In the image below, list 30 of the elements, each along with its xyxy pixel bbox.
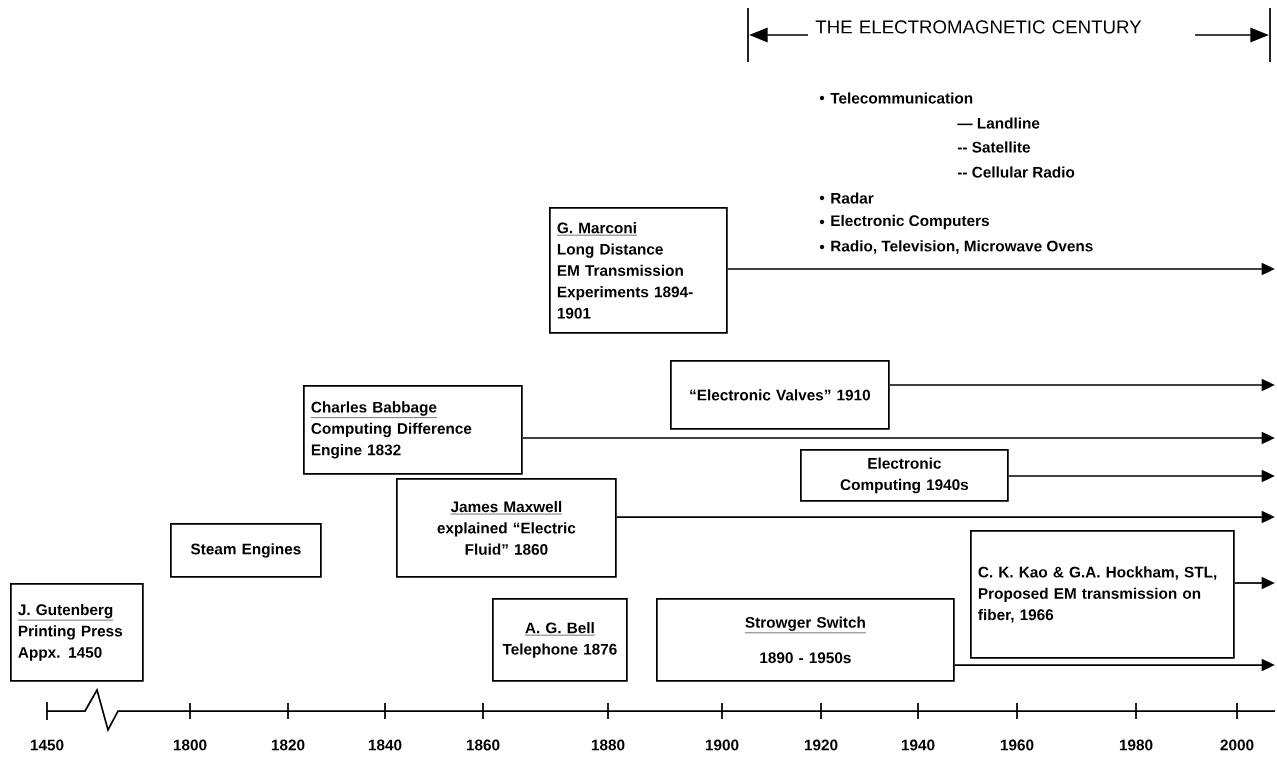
year-label: 1840: [368, 739, 402, 751]
list-item: Electronic Computers: [831, 214, 989, 230]
year-label: 1960: [1000, 739, 1034, 751]
event-box: A. G. Bell Telephone 1876: [492, 598, 628, 682]
event-box: Steam Engines: [170, 523, 322, 578]
year-label: 1860: [466, 739, 500, 751]
list-item: — Landline: [957, 117, 1040, 129]
year-label: 1920: [804, 739, 838, 751]
list-item: -- Cellular Radio: [957, 166, 1075, 178]
list-item: Telecommunication: [830, 92, 973, 104]
event-box: J. Gutenberg Printing Press Appx. 1450: [10, 583, 144, 682]
event-box: Strowger Switch 1890 - 1950s: [656, 598, 955, 682]
event-box: Charles Babbage Computing Difference Engine 1832: [303, 385, 523, 475]
year-label: 1800: [173, 739, 207, 751]
year-label: 1450: [30, 739, 64, 751]
list-item: Radar: [831, 192, 874, 204]
list-item: Radio, Television, Microwave Ovens: [831, 240, 1093, 254]
event-box: C. K. Kao & G.A. Hockham, STL, Proposed EM transmission on fiber, 1966: [970, 530, 1235, 659]
event-box: G. Marconi Long Distance EM Transmission Experiments 1894-1901: [549, 207, 728, 334]
event-box: “Electronic Valves” 1910: [670, 360, 890, 430]
event-box: Electronic Computing 1940s: [800, 449, 1009, 502]
year-label: 1820: [271, 739, 305, 751]
year-label: 1980: [1119, 739, 1153, 751]
heading: THE ELECTROMAGNETIC CENTURY: [815, 20, 1142, 34]
event-box: James Maxwell explained “Electric Fluid” 1860: [396, 478, 617, 578]
year-label: 1940: [901, 739, 935, 751]
year-label: 1900: [705, 739, 739, 751]
year-label: 2000: [1220, 739, 1254, 751]
year-label: 1880: [591, 739, 625, 751]
list-item: -- Satellite: [957, 141, 1031, 153]
